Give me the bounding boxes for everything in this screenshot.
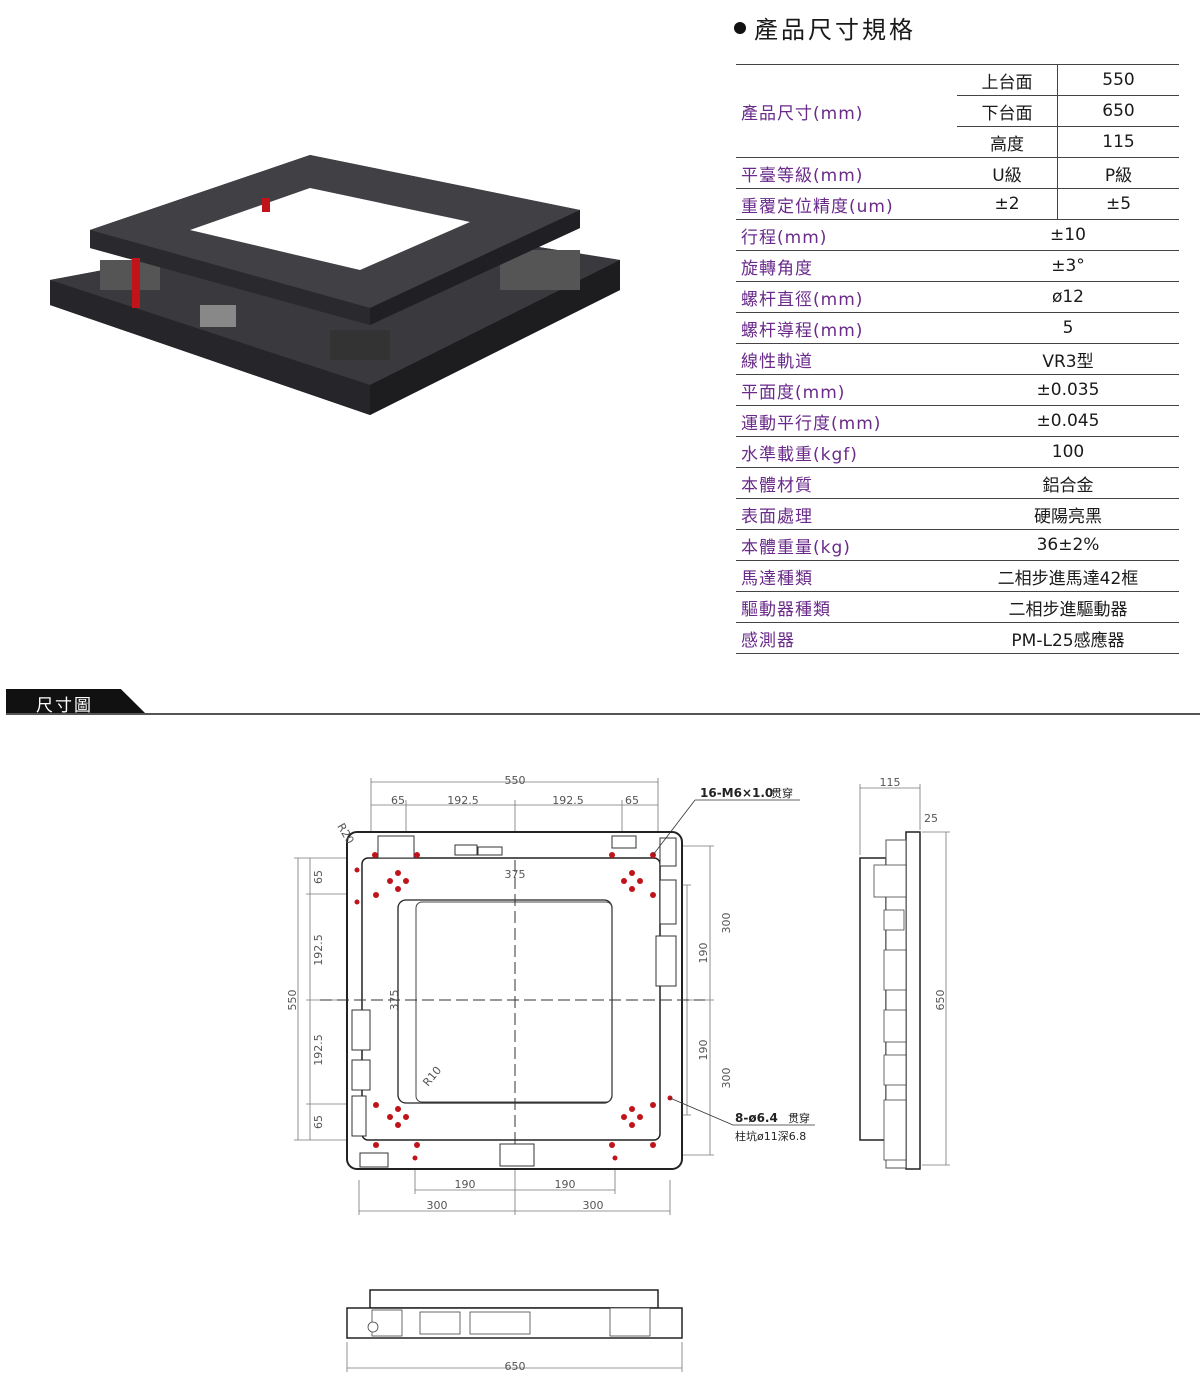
row-value: VR3型 [957, 343, 1179, 375]
product-photo [50, 155, 620, 415]
row-label: 運動平行度(mm) [736, 405, 957, 437]
dim-left-total: 550 [286, 990, 299, 1011]
dimension-drawing: 550 65 192.5 192.5 65 375 R20 R10 550 65… [286, 774, 950, 1373]
row-value: ±10 [957, 219, 1179, 251]
dim-bottom-300b: 300 [583, 1199, 604, 1212]
dim-right-300a: 300 [720, 913, 733, 934]
row-label: 產品尺寸(mm) [736, 64, 957, 158]
dim-inner-top: 375 [505, 868, 526, 881]
row-value: ±0.045 [957, 405, 1179, 437]
dim-right-300b: 300 [720, 1068, 733, 1089]
dim-top-a: 65 [391, 794, 405, 807]
dim-side-height: 115 [880, 776, 901, 789]
row-label: 表面處理 [736, 498, 957, 530]
dim-top-c: 192.5 [552, 794, 584, 807]
bullet-icon [734, 21, 746, 34]
table-row: 產品尺寸(mm) 上台面 550 [736, 64, 1179, 158]
dim-top-b: 192.5 [447, 794, 479, 807]
table-row: 本體材質鋁合金 [736, 467, 1179, 499]
row-value-u: ±2 [957, 188, 1058, 220]
dim-side-length: 650 [934, 990, 947, 1011]
row-label: 平面度(mm) [736, 374, 957, 406]
row-label: 馬達種類 [736, 560, 957, 592]
table-row: 驅動器種類二相步進驅動器 [736, 591, 1179, 623]
row-value: ±0.035 [957, 374, 1179, 406]
row-value: 鋁合金 [957, 467, 1179, 499]
callout-counterbore: 柱坑ø11深6.8 [735, 1129, 806, 1143]
table-row: 平面度(mm)±0.035 [736, 374, 1179, 406]
row-label: 感測器 [736, 622, 957, 654]
row-value-p: P級 [1057, 157, 1179, 189]
dim-left-c: 192.5 [312, 1034, 325, 1066]
table-row: 行程(mm)±10 [736, 219, 1179, 251]
row-value: 二相步進馬達42框 [957, 560, 1179, 592]
row-sub: 上台面 [957, 64, 1058, 96]
table-row: 重覆定位精度(um) ±2 ±5 [736, 188, 1179, 220]
row-value: 36±2% [957, 529, 1179, 561]
section-divider [6, 713, 1200, 715]
spec-title: 產品尺寸規格 [734, 10, 916, 45]
table-row: 下台面 650 [736, 95, 1179, 127]
dim-left-a: 65 [312, 870, 325, 884]
section-tab: 尺寸圖 [6, 689, 146, 714]
row-label: 水準載重(kgf) [736, 436, 957, 468]
callout-bottom-holes: 8-ø6.4 [735, 1111, 778, 1125]
table-row: 表面處理硬陽亮黑 [736, 498, 1179, 530]
row-label: 重覆定位精度(um) [736, 188, 957, 220]
row-value: 650 [1057, 95, 1179, 127]
row-value: PM-L25感應器 [957, 622, 1179, 654]
callout-top-holes-note: 贯穿 [771, 786, 793, 800]
table-row: 螺杆導程(mm)5 [736, 312, 1179, 344]
row-value: 二相步進驅動器 [957, 591, 1179, 623]
row-value: 115 [1057, 126, 1179, 158]
dim-side-top: 25 [924, 812, 938, 825]
dim-inner-left: 375 [388, 990, 401, 1011]
row-value: 550 [1057, 64, 1179, 96]
dim-top-total: 550 [505, 774, 526, 787]
table-row: 運動平行度(mm)±0.045 [736, 405, 1179, 437]
section-title: 尺寸圖 [36, 696, 93, 716]
dim-left-b: 192.5 [312, 934, 325, 966]
row-value-p: ±5 [1057, 188, 1179, 220]
row-label: 旋轉角度 [736, 250, 957, 282]
dim-bottom-190a: 190 [455, 1178, 476, 1191]
dim-right-190b: 190 [697, 1040, 710, 1061]
callout-top-holes: 16-M6×1.0 [700, 786, 773, 800]
row-sub: 下台面 [957, 95, 1058, 127]
table-row: 本體重量(kg)36±2% [736, 529, 1179, 561]
table-row: 平臺等級(mm) U級 P級 [736, 157, 1179, 189]
dim-front-length: 650 [505, 1360, 526, 1373]
dim-bottom-300a: 300 [427, 1199, 448, 1212]
dim-top-d: 65 [625, 794, 639, 807]
row-label: 螺杆導程(mm) [736, 312, 957, 344]
row-value: 5 [957, 312, 1179, 344]
row-label: 本體材質 [736, 467, 957, 499]
row-label: 行程(mm) [736, 219, 957, 251]
row-label: 驅動器種類 [736, 591, 957, 623]
spec-title-text: 產品尺寸規格 [754, 16, 916, 44]
row-label: 本體重量(kg) [736, 529, 957, 561]
table-row: 馬達種類二相步進馬達42框 [736, 560, 1179, 592]
row-label: 平臺等級(mm) [736, 157, 957, 189]
row-value: ø12 [957, 281, 1179, 313]
row-label: 線性軌道 [736, 343, 957, 375]
dim-right-190a: 190 [697, 943, 710, 964]
dim-left-d: 65 [312, 1115, 325, 1129]
row-sub: 高度 [957, 126, 1058, 158]
table-row: 旋轉角度±3° [736, 250, 1179, 282]
row-value: 100 [957, 436, 1179, 468]
callout-bottom-holes-note: 贯穿 [788, 1111, 810, 1125]
spec-table: 產品尺寸(mm) 上台面 550 下台面 650 高度 115 平臺等級(mm)… [736, 64, 1179, 654]
table-row: 螺杆直徑(mm)ø12 [736, 281, 1179, 313]
dim-bottom-190b: 190 [555, 1178, 576, 1191]
row-value: ±3° [957, 250, 1179, 282]
row-value-u: U級 [957, 157, 1058, 189]
row-label: 螺杆直徑(mm) [736, 281, 957, 313]
table-row: 水準載重(kgf)100 [736, 436, 1179, 468]
row-value: 硬陽亮黑 [957, 498, 1179, 530]
table-row: 高度 115 [736, 126, 1179, 158]
